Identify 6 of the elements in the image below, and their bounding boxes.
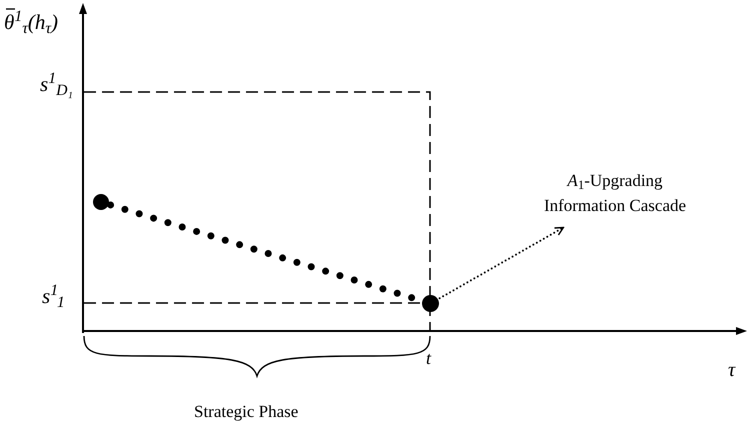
annotation-text: A$_{1}$-Upgrading Information Cascade [525,168,705,218]
axis-label: θ$^{1}$$_{τ}$(h$_{τ}$) [4,12,58,33]
axis-label: τ [728,360,736,380]
tick-label: t [426,349,432,367]
arrow [438,226,564,300]
phase-label: Strategic Phase [194,403,298,420]
